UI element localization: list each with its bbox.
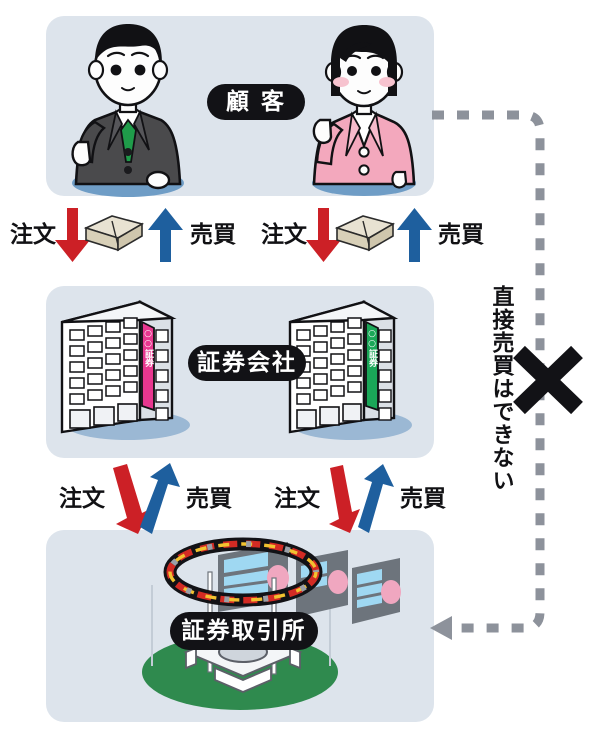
flow-label-trade-3: 売買 [186,486,232,512]
cash-bundle-icon-2 [334,215,396,252]
flow-label-order-1: 注文 [10,222,56,248]
flow-arrows-upper [55,208,432,262]
order-arrow-down-2 [306,208,341,262]
trade-arrow-up-1 [148,208,183,262]
restriction-vertical-label: 直接売買はできない [488,285,514,492]
flow-label-trade-1: 売買 [190,222,236,248]
order-arrow-down-1 [55,208,90,262]
flow-label-trade-2: 売買 [438,222,484,248]
badge-customers: 顧 客 [207,84,305,120]
trade-arrow-up-2 [397,208,432,262]
flow-label-order-4: 注文 [274,486,320,512]
order-arrow-down-4 [329,465,360,533]
badge-exchange: 証券取引所 [170,612,318,650]
flow-label-trade-4: 売買 [400,486,446,512]
trade-arrow-up-4 [358,464,394,533]
direct-trade-dashed-path [430,110,545,640]
order-arrow-down-3 [113,464,150,534]
badge-brokers: 証券会社 [188,345,306,381]
flow-label-order-3: 注文 [59,486,105,512]
prohibition-x-icon [513,345,583,415]
flow-arrows-lower [113,463,394,534]
cash-bundle-icon-1 [83,215,145,252]
flow-label-order-2: 注文 [261,222,307,248]
trade-arrow-up-3 [140,463,180,534]
